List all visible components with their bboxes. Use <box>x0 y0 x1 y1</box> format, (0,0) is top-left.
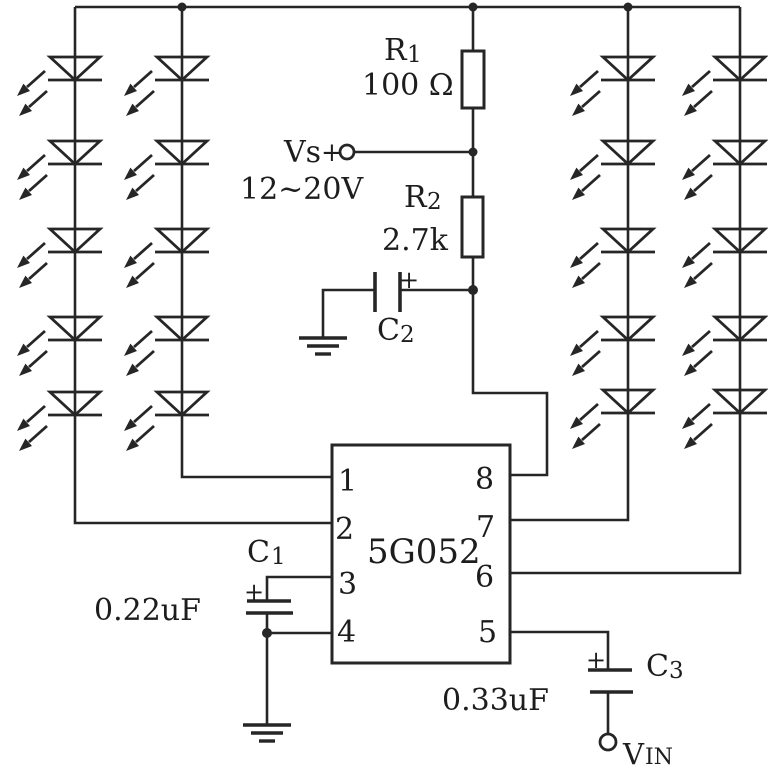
led-icon <box>122 139 211 202</box>
junction-dots <box>177 2 633 638</box>
r2-value-label: 2.7k <box>382 223 449 258</box>
resistor-body <box>460 195 485 259</box>
r2-ref-label: R <box>404 180 428 215</box>
junction-dot <box>623 2 633 12</box>
ic-pin-8-label: 8 <box>475 462 494 497</box>
led-icon <box>568 388 657 451</box>
led-column-1 <box>15 55 104 453</box>
ground-icon <box>297 336 349 356</box>
resistor-r2 <box>460 195 485 259</box>
led-column-4-wire-to-pin6 <box>510 7 742 575</box>
c3-polarity-plus: + <box>586 646 606 674</box>
led-icon <box>15 55 104 118</box>
resistor-r1 <box>460 49 486 110</box>
vin-terminal-circle <box>598 732 618 752</box>
capacitor-c3 <box>588 668 633 694</box>
labels: R 1 100 Ω Vs + 12~20V R 2 2.7k + C 2 C 1… <box>94 33 684 766</box>
vin-label: V <box>622 737 645 766</box>
led-icon <box>122 315 211 378</box>
r1-sub-label: 1 <box>407 42 422 68</box>
vs-range-label: 12~20V <box>240 172 364 207</box>
c3-sub-label: 3 <box>669 658 684 684</box>
led-icon <box>680 315 768 378</box>
led-icon <box>15 139 104 202</box>
c1-value-label: 0.22uF <box>94 593 201 628</box>
c2-ref-label: C <box>377 313 400 348</box>
junction-dot <box>468 147 478 157</box>
led-icon <box>568 315 657 378</box>
led-icon <box>122 55 211 118</box>
ic-pin-4-label: 4 <box>337 615 356 650</box>
pin5-to-c3-wire <box>510 630 610 670</box>
junction-dot <box>262 628 272 638</box>
ic-5g052: 5G052 1 2 3 4 8 7 6 5 <box>330 443 512 665</box>
ic-body <box>330 443 512 665</box>
led-icon <box>680 139 768 202</box>
led-column-2 <box>122 55 211 453</box>
led-icon <box>568 227 657 290</box>
c1-sub-label: 1 <box>271 544 286 570</box>
ic-pin-6-label: 6 <box>475 560 494 595</box>
led-icon <box>680 388 768 451</box>
ic-pin-2-label: 2 <box>335 512 354 547</box>
capacitor-c1 <box>246 599 293 615</box>
r2-to-pin8-wire <box>471 257 549 477</box>
led-icon <box>15 227 104 290</box>
ic-pin-3-label: 3 <box>338 567 357 602</box>
vs-label: Vs <box>283 135 321 170</box>
led-column-3 <box>568 55 657 451</box>
c1-polarity-plus: + <box>244 578 264 606</box>
vs-polarity-plus: + <box>321 138 343 168</box>
led-icon <box>15 390 104 453</box>
c2-sub-label: 2 <box>400 322 415 348</box>
led-column-1-wire-to-pin2 <box>73 7 332 525</box>
c1-ref-label: C <box>247 535 270 570</box>
pin3-to-c1-wire <box>265 575 332 601</box>
junction-dot <box>177 2 187 12</box>
c2-to-ground-wire <box>321 288 375 338</box>
ic-pin-5-label: 5 <box>478 615 497 650</box>
r2-sub-label: 2 <box>427 189 442 215</box>
r1-value-label: 100 Ω <box>362 68 454 103</box>
led-icon <box>122 227 211 290</box>
ic-part-label: 5G052 <box>367 532 481 572</box>
led-icon <box>15 315 104 378</box>
resistor-body <box>460 49 486 110</box>
c3-value-label: 0.33uF <box>442 683 549 718</box>
led-icon <box>122 390 211 453</box>
vin-sub-label: IN <box>645 745 673 766</box>
r1-ref-label: R <box>384 33 408 68</box>
led-column-2-wire-to-pin1 <box>180 7 332 479</box>
ic-pin-7-label: 7 <box>476 510 495 545</box>
led-column-4 <box>680 55 768 451</box>
ic-pin-1-label: 1 <box>338 464 357 499</box>
led-icon <box>680 227 768 290</box>
led-icon <box>680 55 768 118</box>
capacitor-c2 <box>373 272 402 312</box>
led-icon <box>568 55 657 118</box>
led-column-3-wire-to-pin7 <box>510 7 630 522</box>
led-icon <box>568 139 657 202</box>
c2-polarity-plus: + <box>399 266 419 294</box>
vs-terminal-circle <box>338 143 356 161</box>
junction-dot <box>468 285 478 295</box>
junction-dot <box>468 2 478 12</box>
ground-icon <box>241 723 293 743</box>
c3-ref-label: C <box>646 649 669 684</box>
